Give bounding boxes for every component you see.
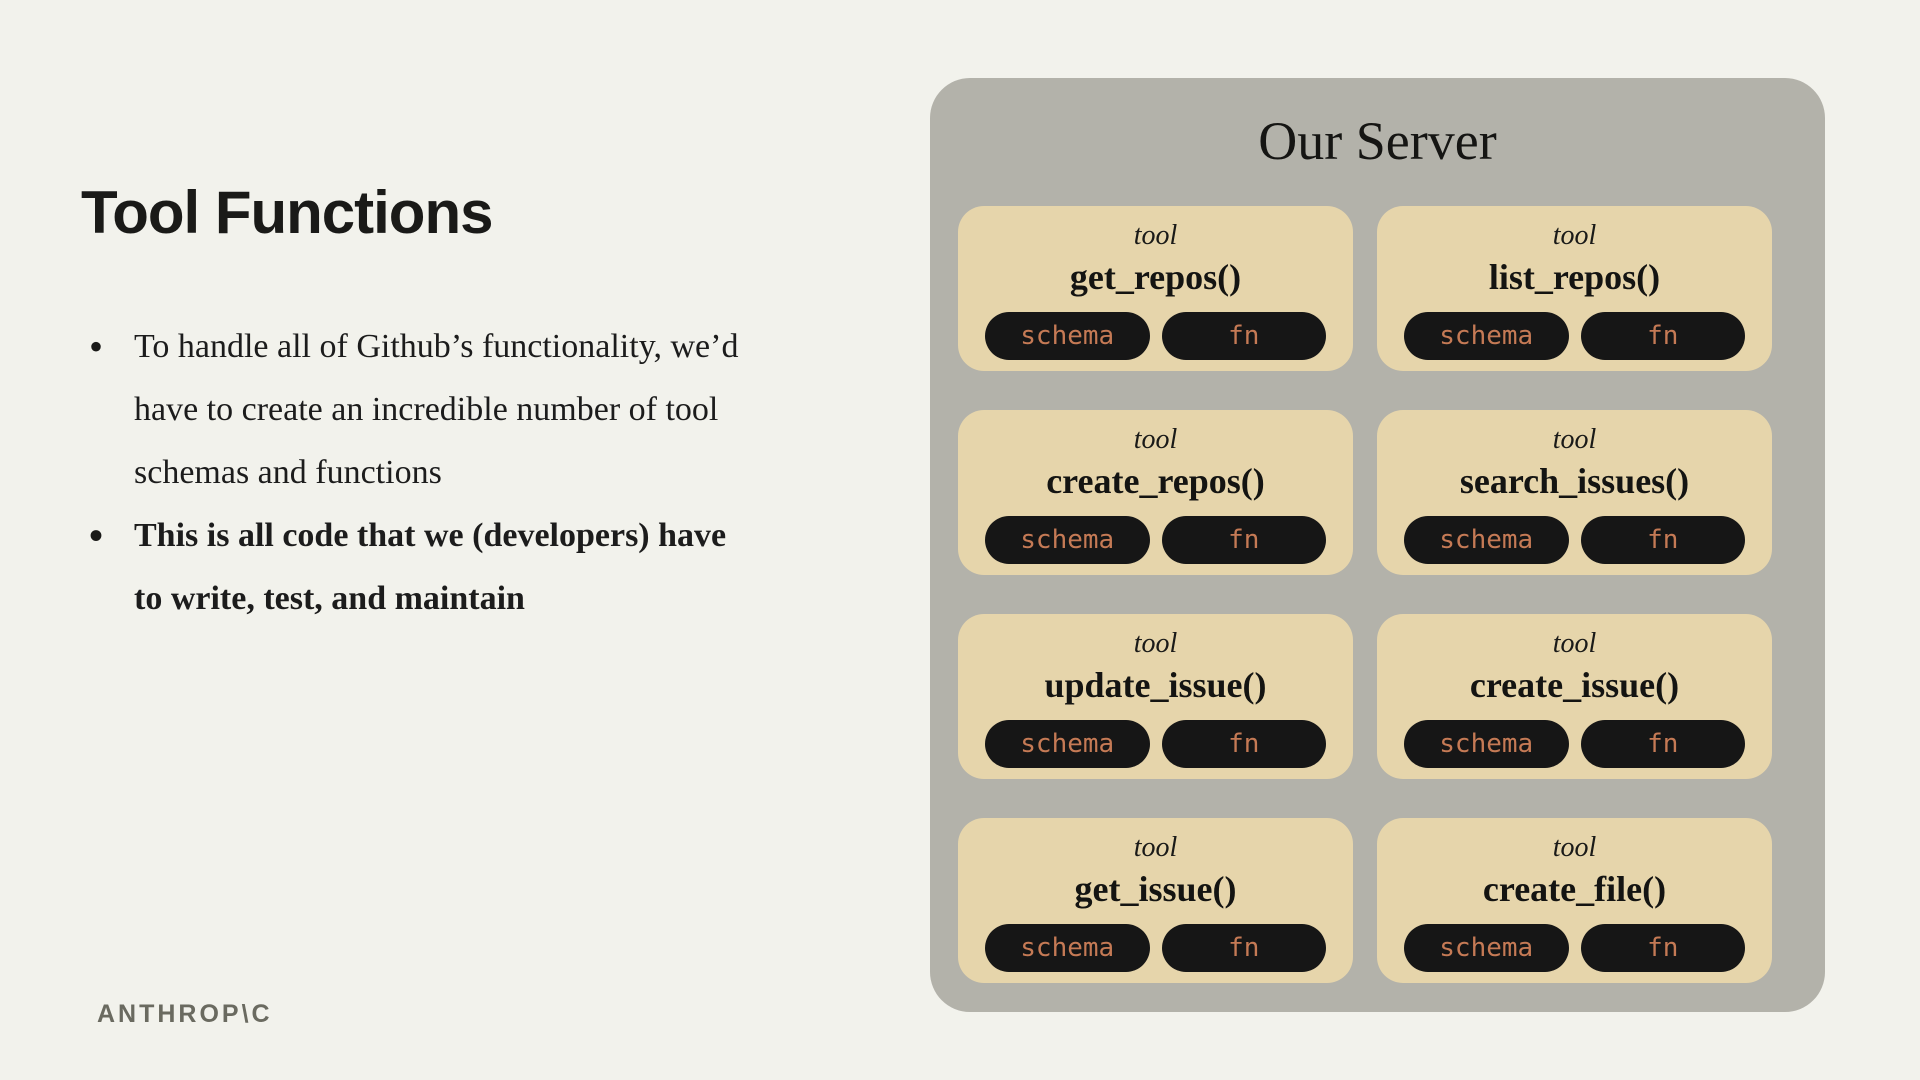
fn-button[interactable]: fn <box>1580 516 1745 564</box>
fn-button[interactable]: fn <box>1580 924 1745 972</box>
fn-button[interactable]: fn <box>1161 720 1326 768</box>
pill-row: schema fn <box>1404 720 1745 768</box>
tool-kicker: tool <box>1552 220 1597 251</box>
tool-card: tool update_issue() schema fn <box>958 614 1353 779</box>
tool-kicker: tool <box>1133 628 1178 659</box>
schema-button[interactable]: schema <box>1404 516 1569 564</box>
pill-row: schema fn <box>1404 312 1745 360</box>
bullet-item: This is all code that we (developers) ha… <box>81 504 741 630</box>
tool-card: tool create_issue() schema fn <box>1377 614 1772 779</box>
tool-name: create_issue() <box>1469 665 1680 705</box>
server-panel: Our Server tool get_repos() schema fn to… <box>930 78 1825 1012</box>
tool-card: tool list_repos() schema fn <box>1377 206 1772 371</box>
tool-kicker: tool <box>1552 832 1597 863</box>
tool-kicker: tool <box>1133 220 1178 251</box>
tool-kicker: tool <box>1133 832 1178 863</box>
schema-button[interactable]: schema <box>985 924 1150 972</box>
bullet-list: To handle all of Github’s functionality,… <box>81 315 741 630</box>
tool-name: update_issue() <box>1044 665 1267 705</box>
tool-card: tool get_issue() schema fn <box>958 818 1353 983</box>
pill-row: schema fn <box>985 312 1326 360</box>
tool-name: search_issues() <box>1459 461 1690 501</box>
fn-button[interactable]: fn <box>1161 312 1326 360</box>
schema-button[interactable]: schema <box>1404 312 1569 360</box>
fn-button[interactable]: fn <box>1161 924 1326 972</box>
server-panel-title: Our Server <box>1258 111 1497 171</box>
tool-card: tool get_repos() schema fn <box>958 206 1353 371</box>
schema-button[interactable]: schema <box>1404 720 1569 768</box>
fn-button[interactable]: fn <box>1580 312 1745 360</box>
schema-button[interactable]: schema <box>985 312 1150 360</box>
tool-name: get_repos() <box>1069 257 1242 297</box>
tool-kicker: tool <box>1552 628 1597 659</box>
fn-button[interactable]: fn <box>1161 516 1326 564</box>
tool-name: create_repos() <box>1046 461 1265 501</box>
tool-card: tool create_file() schema fn <box>1377 818 1772 983</box>
tool-name: list_repos() <box>1488 257 1661 297</box>
pill-row: schema fn <box>985 720 1326 768</box>
pill-row: schema fn <box>1404 516 1745 564</box>
schema-button[interactable]: schema <box>985 516 1150 564</box>
schema-button[interactable]: schema <box>985 720 1150 768</box>
tool-grid: tool get_repos() schema fn tool list_rep… <box>958 206 1825 983</box>
page-title: Tool Functions <box>81 179 493 246</box>
anthropic-logo: ANTHROP\C <box>97 1000 273 1028</box>
tool-card: tool search_issues() schema fn <box>1377 410 1772 575</box>
tool-kicker: tool <box>1552 424 1597 455</box>
bullet-item: To handle all of Github’s functionality,… <box>81 315 741 504</box>
pill-row: schema fn <box>985 924 1326 972</box>
pill-row: schema fn <box>1404 924 1745 972</box>
fn-button[interactable]: fn <box>1580 720 1745 768</box>
tool-name: create_file() <box>1482 869 1667 909</box>
tool-card: tool create_repos() schema fn <box>958 410 1353 575</box>
pill-row: schema fn <box>985 516 1326 564</box>
tool-name: get_issue() <box>1074 869 1237 909</box>
schema-button[interactable]: schema <box>1404 924 1569 972</box>
tool-kicker: tool <box>1133 424 1178 455</box>
